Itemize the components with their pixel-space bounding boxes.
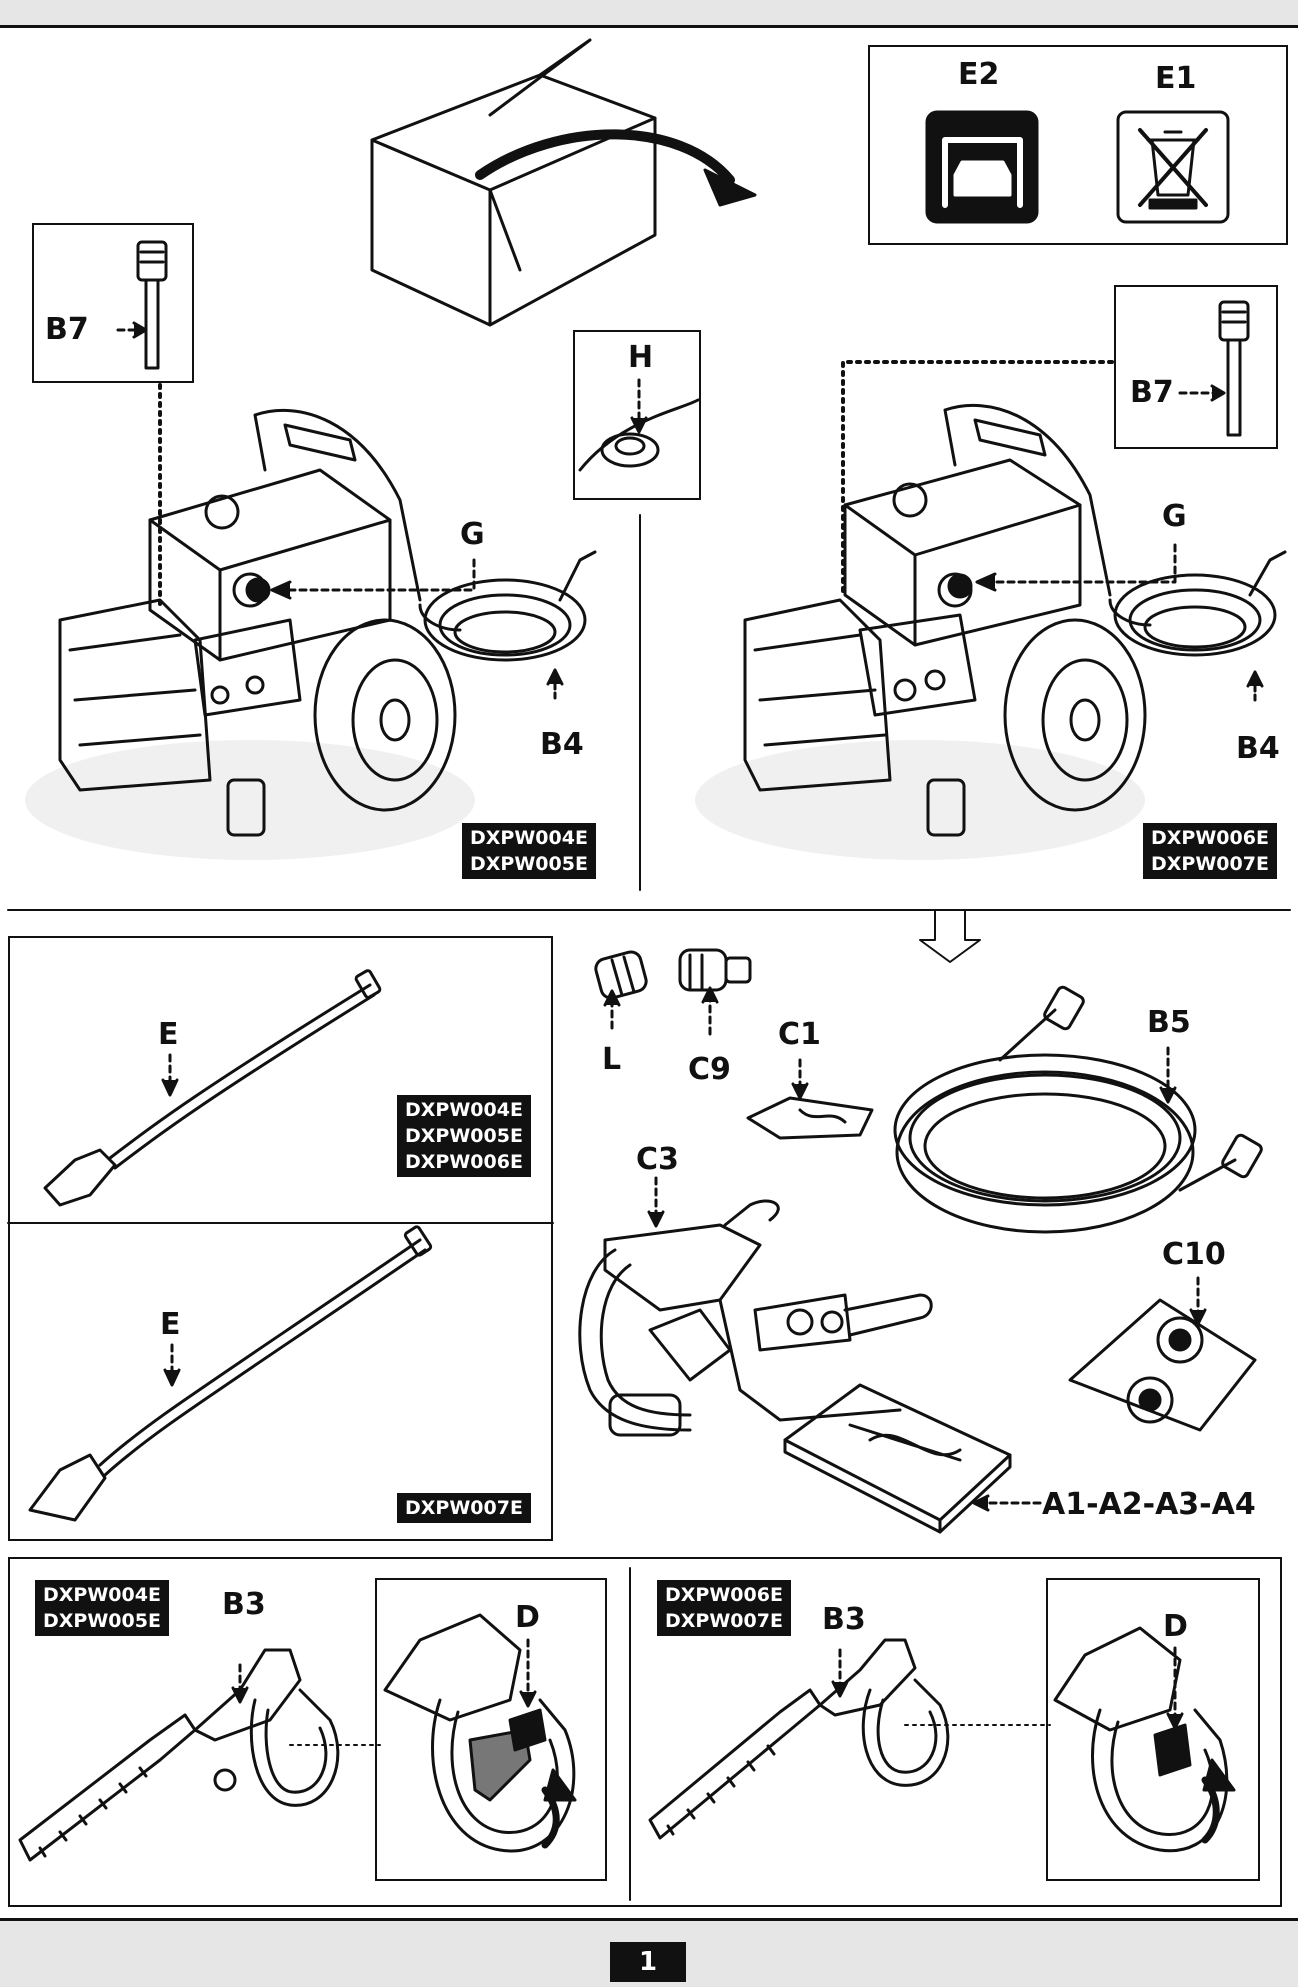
label-e-top: E <box>158 1017 179 1052</box>
dipstick-icon-left <box>136 240 168 370</box>
pressure-washer-left <box>25 408 597 860</box>
manual-icon <box>783 1383 1012 1534</box>
badge-line: DXPW004E <box>470 827 588 849</box>
top-band <box>0 0 1298 28</box>
badge-line: DXPW007E <box>1151 853 1269 875</box>
badge-line: DXPW005E <box>43 1610 161 1632</box>
label-b4-left: B4 <box>540 727 584 762</box>
label-d-right: D <box>1163 1609 1188 1644</box>
label-b5: B5 <box>1147 1005 1191 1040</box>
dipstick-icon-right <box>1218 300 1250 437</box>
badge-line: DXPW007E <box>405 1497 523 1519</box>
trigger-detail-right <box>1053 1626 1236 1853</box>
badge-gun-left: DXPW004E DXPW005E <box>35 1580 169 1636</box>
badge-line: DXPW006E <box>665 1584 783 1606</box>
label-e2: E2 <box>958 57 1000 92</box>
label-c3: C3 <box>636 1142 679 1177</box>
h-inset <box>573 330 701 500</box>
b7-inset-right <box>1114 285 1278 449</box>
badge-lance-bottom: DXPW007E <box>397 1493 531 1523</box>
crossed-bin-icon <box>1116 110 1230 224</box>
badge-line: DXPW006E <box>405 1151 523 1173</box>
label-h: H <box>628 340 654 375</box>
hose-coil-icon <box>893 985 1263 1234</box>
badge-unit-right: DXPW006E DXPW007E <box>1143 823 1277 879</box>
badge-line: DXPW007E <box>665 1610 783 1632</box>
label-g-right: G <box>1162 499 1187 534</box>
badge-line: DXPW004E <box>405 1099 523 1121</box>
label-b3-left: B3 <box>222 1587 266 1622</box>
sachet-icon <box>746 1096 874 1140</box>
badge-line: DXPW005E <box>470 853 588 875</box>
badge-gun-right: DXPW006E DXPW007E <box>657 1580 791 1636</box>
trigger-detail-left <box>383 1613 577 1853</box>
badge-lance-top: DXPW004E DXPW005E DXPW006E <box>397 1095 531 1177</box>
badge-line: DXPW005E <box>405 1125 523 1147</box>
badge-unit-left: DXPW004E DXPW005E <box>462 823 596 879</box>
label-e-bottom: E <box>160 1307 181 1342</box>
badge-line: DXPW004E <box>43 1584 161 1606</box>
label-c10: C10 <box>1162 1237 1226 1272</box>
page-number: 1 <box>610 1942 686 1982</box>
nozzle-bag-icon <box>1068 1298 1257 1432</box>
pressure-washer-right <box>695 403 1287 860</box>
spray-gun-right <box>648 1638 950 1840</box>
label-c1: C1 <box>778 1017 821 1052</box>
spray-gun-left <box>18 1648 340 1862</box>
badge-line: DXPW006E <box>1151 827 1269 849</box>
label-b4-right: B4 <box>1236 731 1280 766</box>
label-manual: A1-A2-A3-A4 <box>1042 1487 1256 1522</box>
quick-coupler-icon <box>678 948 752 992</box>
box-icon <box>370 38 657 327</box>
label-l: L <box>602 1042 622 1077</box>
label-b7-right: B7 <box>1130 375 1174 410</box>
label-b7-left: B7 <box>45 312 89 347</box>
label-c9: C9 <box>688 1052 731 1087</box>
nozzle-cap-icon <box>594 950 648 1000</box>
lance-box <box>8 936 553 1541</box>
label-e1: E1 <box>1155 61 1197 96</box>
handle-frame-icon <box>578 1199 933 1437</box>
label-b3-right: B3 <box>822 1602 866 1637</box>
label-d-left: D <box>515 1600 540 1635</box>
label-g-left: G <box>460 517 485 552</box>
lance-icon-top <box>43 969 382 1207</box>
lance-icon-bottom <box>28 1225 433 1522</box>
